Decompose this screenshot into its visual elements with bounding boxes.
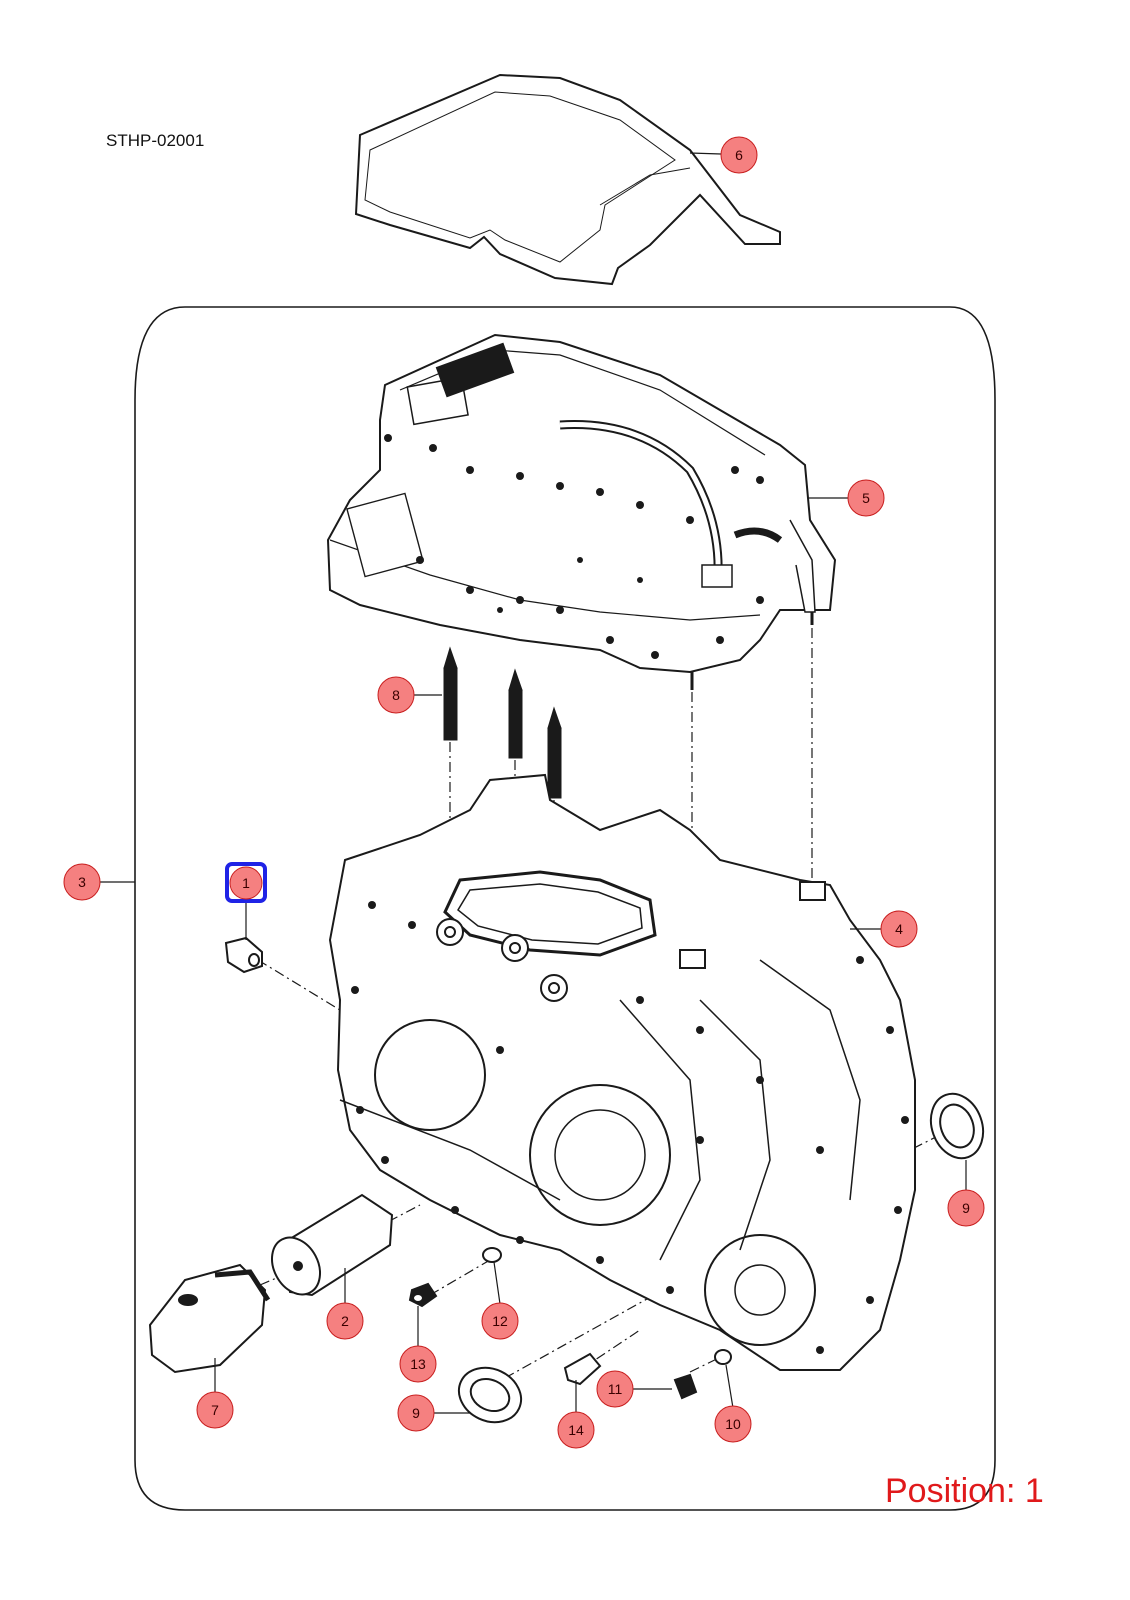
callout-4-label: 4 (895, 921, 903, 937)
part-inverter-drawing (326, 333, 837, 690)
callout-12[interactable]: 12 (481, 1302, 519, 1340)
callout-11-label: 11 (608, 1381, 623, 1397)
part-seal-drawing (457, 1092, 985, 1424)
part-1-drawing (224, 936, 263, 974)
part-studs-drawing (443, 646, 562, 799)
callout-1-selection-outline (225, 862, 267, 903)
callout-2-label: 2 (341, 1313, 349, 1329)
callout-13[interactable]: 13 (399, 1345, 437, 1383)
callout-12-label: 12 (492, 1313, 508, 1329)
part-housing-drawing (328, 773, 916, 1371)
drawing-reference-code: STHP-02001 (106, 131, 205, 150)
callout-1-label: 1 (242, 875, 250, 891)
callout-13-label: 13 (410, 1356, 426, 1372)
callout-9a[interactable]: 9 (947, 1189, 985, 1227)
part-cap-drawing (148, 1263, 271, 1374)
callout-9b-label: 9 (412, 1405, 420, 1421)
part-filter-drawing (271, 1193, 394, 1297)
callout-4[interactable]: 4 (880, 910, 918, 948)
part-small-fasteners-drawing (408, 1247, 732, 1400)
assembly-bracket (134, 306, 996, 1511)
callout-5[interactable]: 5 (847, 479, 885, 517)
callout-9a-label: 9 (962, 1200, 970, 1216)
position-indicator: Position: 1 (885, 1472, 1044, 1510)
callout-1[interactable]: 1 (229, 866, 263, 900)
callout-6[interactable]: 6 (720, 136, 758, 174)
callout-14[interactable]: 14 (557, 1411, 595, 1449)
callout-11[interactable]: 11 (596, 1370, 634, 1408)
callout-markers: 1 2 3 4 5 6 7 8 (63, 136, 985, 1449)
callout-7[interactable]: 7 (196, 1391, 234, 1429)
callout-14-label: 14 (568, 1422, 584, 1438)
callout-3-label: 3 (78, 874, 86, 890)
callout-8[interactable]: 8 (377, 676, 415, 714)
callout-9b[interactable]: 9 (397, 1394, 435, 1432)
callout-8-label: 8 (392, 687, 400, 703)
part-cover-drawing (354, 73, 781, 286)
callout-7-label: 7 (211, 1402, 219, 1418)
callout-5-label: 5 (862, 490, 870, 506)
callout-10-label: 10 (725, 1416, 741, 1432)
callout-2[interactable]: 2 (326, 1302, 364, 1340)
callout-6-label: 6 (735, 147, 743, 163)
callout-3[interactable]: 3 (63, 863, 101, 901)
callout-10[interactable]: 10 (714, 1405, 752, 1443)
